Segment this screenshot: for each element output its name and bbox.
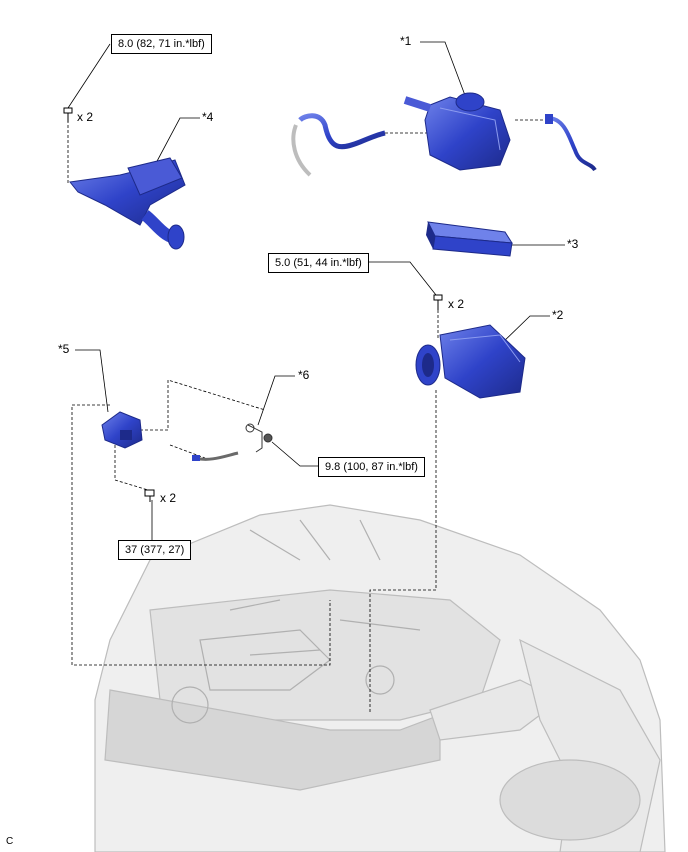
part-upper-air-cleaner-case (291, 92, 597, 177)
vehicle-wheel-arch (499, 759, 641, 841)
vehicle-front-illustration (94, 504, 666, 852)
part-valve-assembly (101, 411, 239, 461)
callout-part-3: *3 (567, 237, 579, 251)
quantity-case-bolt: x 2 (448, 297, 465, 311)
torque-spec-clamp-nut: 9.8 (100, 87 in.*lbf) (318, 457, 425, 477)
quantity-valve-bolt: x 2 (160, 491, 177, 505)
engine-components (171, 519, 421, 724)
callout-part-2: *2 (552, 308, 564, 322)
part-air-cleaner-inlet (69, 157, 186, 250)
torque-spec-valve-bolt: 37 (377, 27) (118, 540, 192, 560)
part-air-filter-element (426, 221, 513, 257)
part-clamp-bracket (245, 423, 273, 453)
bolt-icon (144, 489, 155, 502)
torque-spec-inlet-bolt: 8.0 (82, 71 in.*lbf) (111, 34, 212, 54)
callout-part-4: *4 (202, 110, 214, 124)
callout-part-6: *6 (298, 368, 310, 382)
bolt-icon (433, 294, 443, 310)
bolt-icons (63, 107, 443, 502)
bolt-icon (63, 107, 73, 122)
install-leader-lines (67, 119, 548, 712)
part-lower-air-cleaner-case (415, 324, 526, 399)
torque-spec-case-bolt: 5.0 (51, 44 in.*lbf) (268, 253, 369, 273)
quantity-inlet-bolt: x 2 (77, 110, 94, 124)
callout-part-5: *5 (58, 342, 70, 356)
illustration-code: C (6, 836, 14, 847)
callout-part-1: *1 (400, 34, 412, 48)
